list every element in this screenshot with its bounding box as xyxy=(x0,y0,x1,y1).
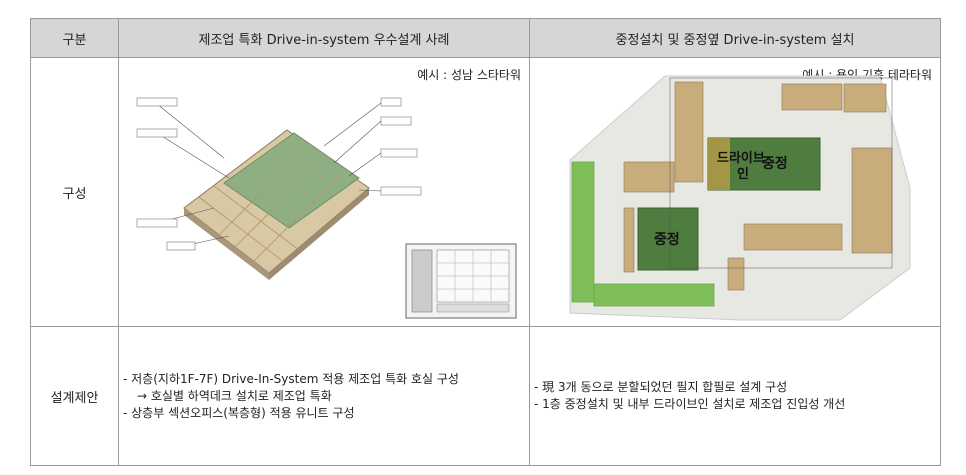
table-row-config: 구성 예시 : 성남 스타타워 xyxy=(30,57,941,327)
table-header-row: 구분 제조업 특화 Drive-in-system 우수설계 사례 중정설치 및… xyxy=(30,18,941,58)
left-proposal-line-1: - 저층(지하1F-7F) Drive-In-System 적용 제조업 특화 … xyxy=(123,371,459,386)
left-config-cell: 예시 : 성남 스타타워 xyxy=(118,57,530,327)
header-left-case: 제조업 특화 Drive-in-system 우수설계 사례 xyxy=(118,18,530,58)
right-proposal-text: - 現 3개 동으로 분할되었던 필지 합필로 설계 구성 - 1층 중정설치 … xyxy=(530,379,940,413)
table-row-design: 설계제안 - 저층(지하1F-7F) Drive-In-System 적용 제조… xyxy=(30,326,941,466)
courtyard-label-main: 중정 xyxy=(762,155,788,172)
left-proposal-line-2: → 호실별 하역데크 설치로 제조업 특화 xyxy=(137,388,332,403)
right-proposal-line-1: - 現 3개 동으로 분할되었던 필지 합필로 설계 구성 xyxy=(534,380,788,394)
comparison-table: 구분 제조업 특화 Drive-in-system 우수설계 사례 중정설치 및… xyxy=(30,18,941,466)
header-right-case: 중정설치 및 중정옆 Drive-in-system 설치 xyxy=(529,18,941,58)
drive-in-label-line2: 인 xyxy=(737,166,749,182)
left-proposal-cell: - 저층(지하1F-7F) Drive-In-System 적용 제조업 특화 … xyxy=(118,326,530,466)
right-config-cell: 예시 : 용인 기흥 테라타워 xyxy=(529,57,941,327)
right-proposal-line-2: - 1층 중정설치 및 내부 드라이브인 설치로 제조업 진입성 개선 xyxy=(534,397,846,411)
row-label-config: 구성 xyxy=(30,57,119,327)
drive-in-label-line1: 드라이브 xyxy=(717,150,765,166)
left-proposal-text: - 저층(지하1F-7F) Drive-In-System 적용 제조업 특화 … xyxy=(119,371,529,422)
header-category: 구분 xyxy=(30,18,119,58)
left-example-caption: 예시 : 성남 스타타워 xyxy=(417,68,521,82)
right-proposal-cell: - 現 3개 동으로 분할되었던 필지 합필로 설계 구성 - 1층 중정설치 … xyxy=(529,326,941,466)
left-proposal-line-3: - 상층부 섹션오피스(복층형) 적용 유니트 구성 xyxy=(123,405,355,420)
isometric-floorplan-image xyxy=(136,97,517,319)
row-label-design: 설계제안 xyxy=(30,326,119,466)
site-plan-image: 드라이브 인 중정 중정 xyxy=(569,75,911,321)
courtyard-label-secondary: 중정 xyxy=(654,231,680,248)
